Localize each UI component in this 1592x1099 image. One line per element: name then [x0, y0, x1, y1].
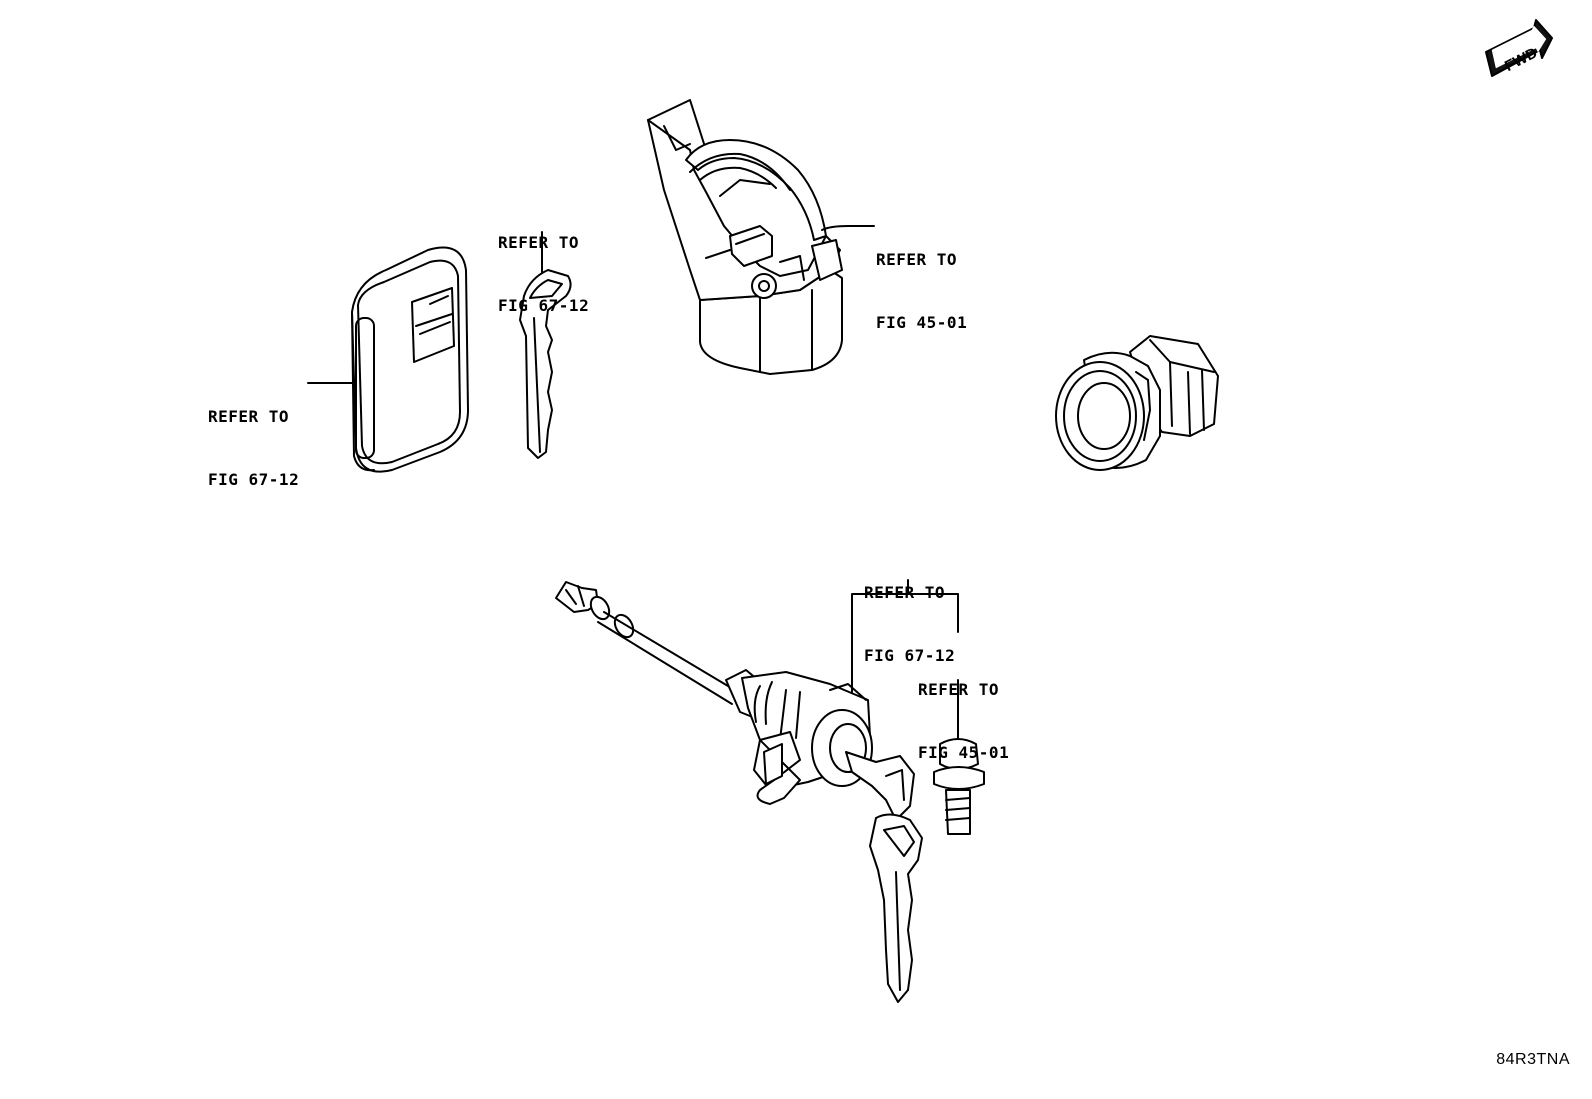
- callout-smart-key: REFER TO FIG 67-12: [208, 364, 299, 511]
- emergency-key: [519, 269, 572, 459]
- callout-line: REFER TO: [864, 583, 946, 602]
- callout-line: REFER TO: [876, 250, 958, 269]
- figure-code: 84R3TNA: [1496, 1051, 1570, 1068]
- callout-line: FIG 45-01: [918, 743, 1010, 762]
- steering-lock-leader: [821, 225, 875, 231]
- callout-line: REFER TO: [918, 680, 1000, 699]
- bolt: [933, 679, 985, 835]
- callout-bolt: REFER TO FIG 45-01: [918, 637, 1009, 784]
- door-lock-cylinder: [555, 581, 873, 805]
- steering-lock-assembly: [647, 99, 843, 375]
- fwd-arrow-icon: FWD: [1485, 19, 1553, 77]
- door-key-set: [845, 751, 923, 1003]
- callout-emergency-key: REFER TO FIG 67-12: [498, 190, 589, 337]
- callout-line: FIG 67-12: [498, 296, 590, 315]
- callout-door-cylinder: REFER TO FIG 67-12: [864, 540, 955, 687]
- callout-line: FIG 67-12: [864, 646, 956, 665]
- door-cylinder-leader: [851, 593, 959, 693]
- smart-key-fob: [351, 246, 469, 473]
- callout-line: REFER TO: [498, 233, 580, 252]
- callout-line: FIG 67-12: [208, 470, 300, 489]
- push-button-switch: [1055, 335, 1219, 471]
- callout-line: FIG 45-01: [876, 313, 968, 332]
- callout-line: REFER TO: [208, 407, 290, 426]
- callout-steering-lock: REFER TO FIG 45-01: [876, 207, 967, 354]
